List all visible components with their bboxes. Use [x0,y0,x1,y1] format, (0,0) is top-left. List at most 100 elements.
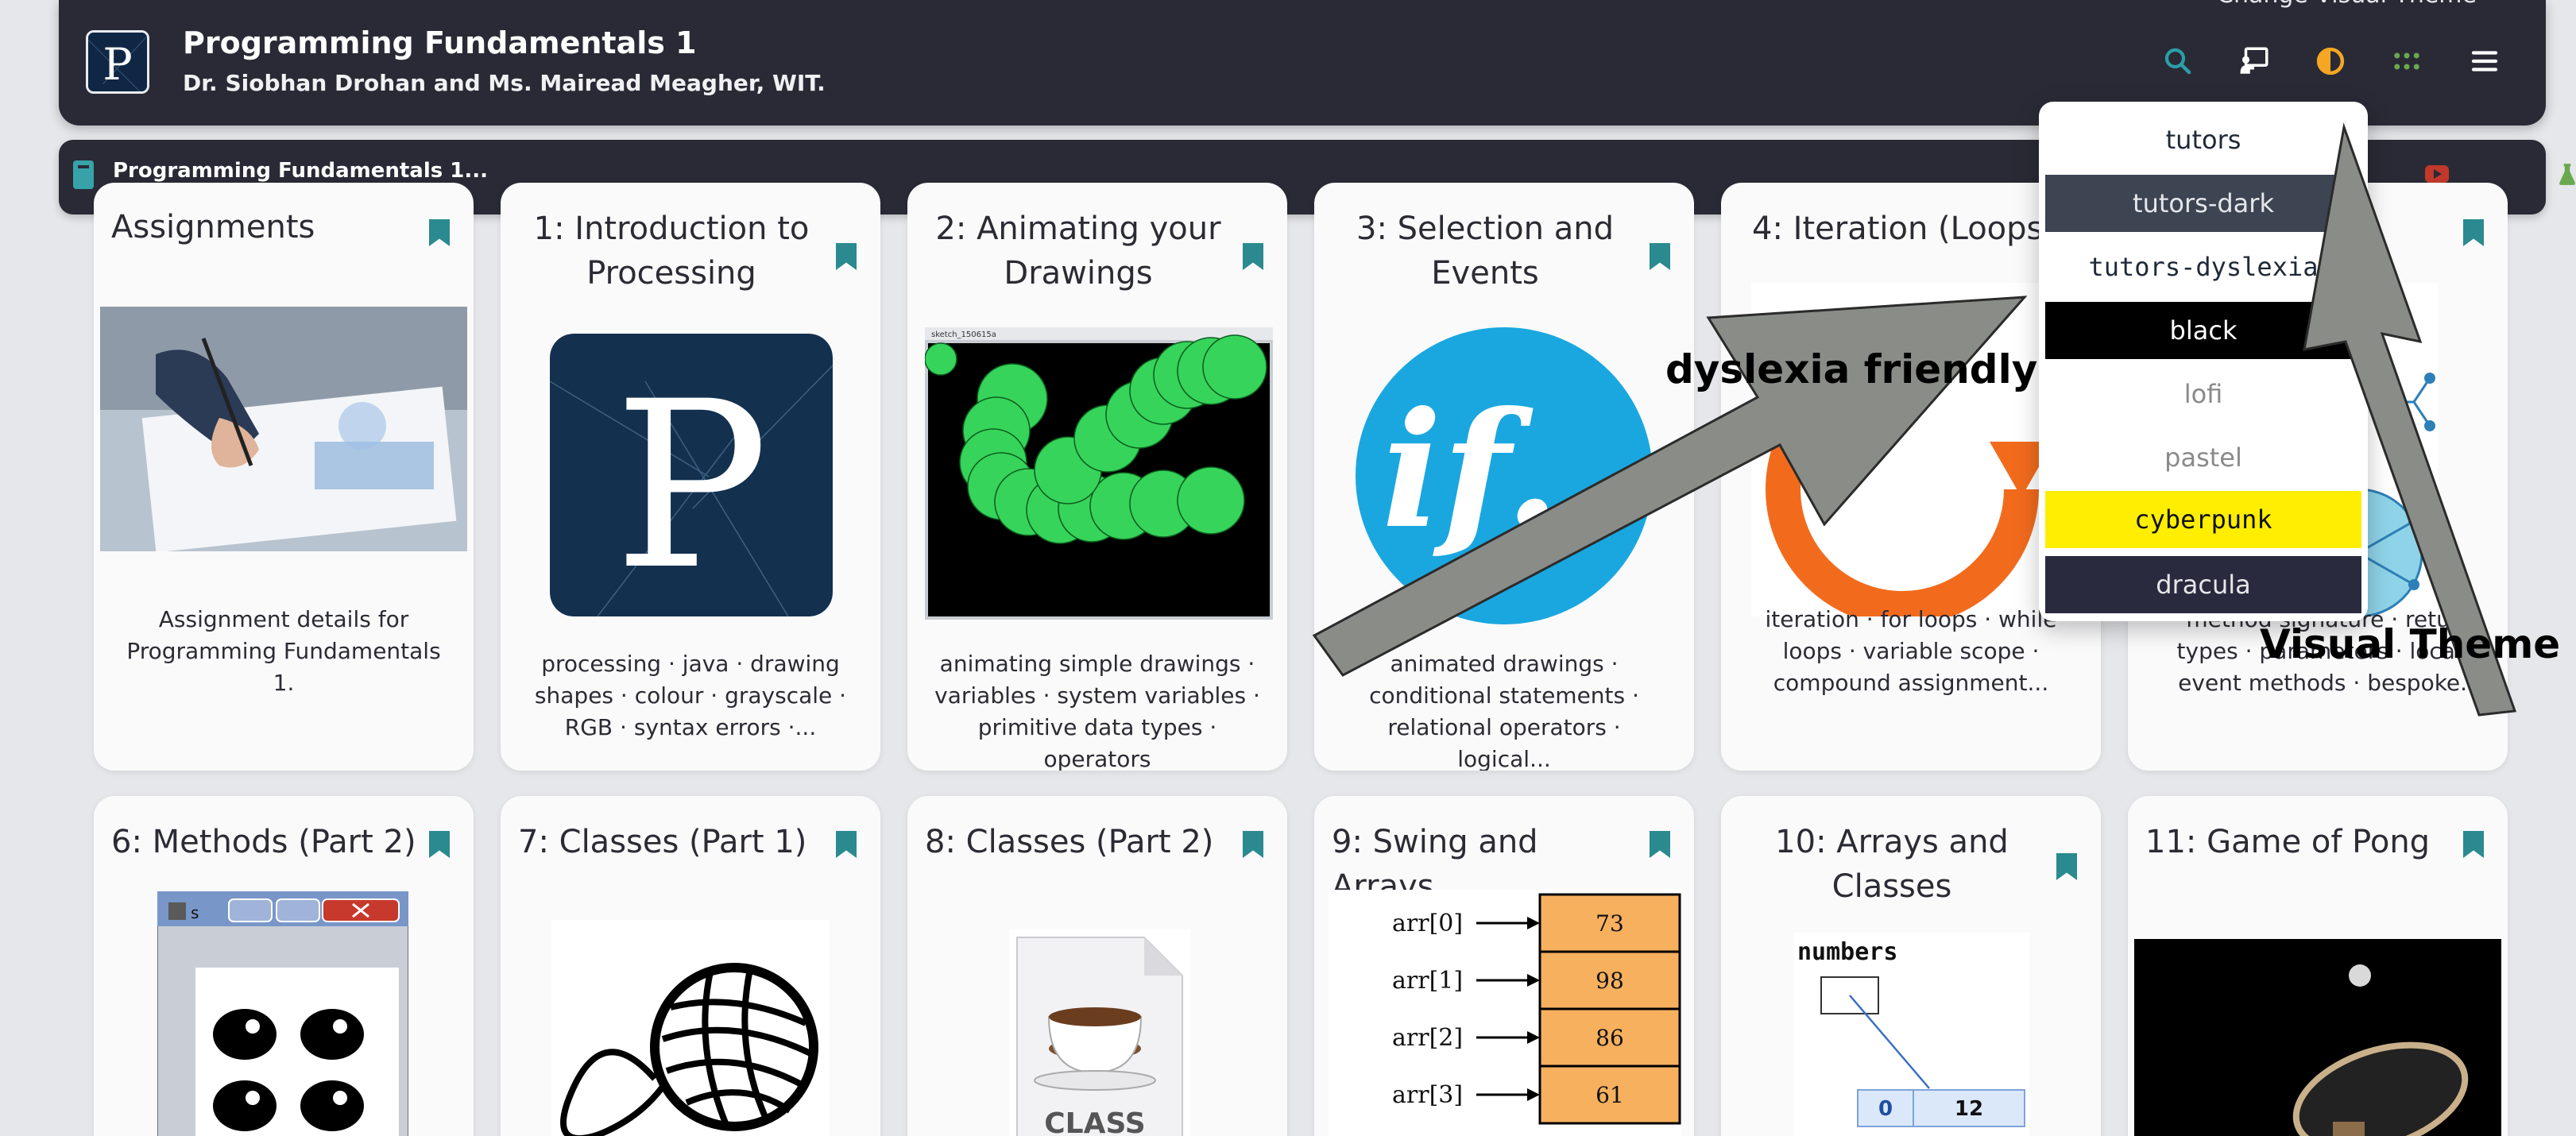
bookmark-icon[interactable] [2463,831,2484,858]
search-button[interactable] [2158,41,2198,81]
card-description: animated drawings · conditional statemen… [1369,651,1639,771]
card-image: s [157,891,408,1136]
if-text: if.. [1382,377,1615,564]
arr-value-2: 86 [1595,1025,1624,1051]
yarn-ball-image [551,920,830,1136]
arr-value-3: 61 [1595,1082,1624,1108]
bookmark-icon[interactable] [2056,853,2077,880]
windows-sketch-image: s [157,891,408,1136]
arr-label-1: arr[1] [1392,967,1463,995]
value-cell: 12 [1955,1097,1983,1121]
hamburger-menu-icon [2471,51,2498,71]
class-label: CLASS [1044,1107,1145,1136]
lab-flask-icon[interactable] [2557,162,2576,186]
course-title: Programming Fundamentals 1 [183,25,697,60]
processing-logo-image: P [550,334,833,616]
theme-option-tutors[interactable]: tutors [2045,111,2361,168]
numbers-label: numbers [1797,938,1897,966]
bookmark-icon[interactable] [2463,219,2484,246]
card-description: Assignment details for Programming Funda… [126,606,441,696]
bookmark-icon[interactable] [429,831,450,858]
card-topic-6[interactable]: 6: Methods (Part 2) s [94,796,474,1136]
theme-dropdown: tutors tutors-dark tutors-dyslexia black… [2039,102,2368,621]
assignment-photo-image [100,307,467,551]
bookmark-icon[interactable] [1243,831,1263,858]
card-title: 6: Methods (Part 2) [111,824,416,860]
arr-value-0: 73 [1595,910,1624,937]
visual-theme-callout: Visual Theme [2260,621,2561,667]
theme-option-label: cyberpunk [2134,504,2272,535]
bookmark-icon[interactable] [1243,243,1263,270]
method-diagram-image [2358,283,2438,616]
animated-circles-sketch-image: sketch_150615a [925,327,1273,620]
card-description: processing · java · drawing shapes · col… [534,651,847,740]
theme-option-pastel[interactable]: pastel [2045,429,2361,486]
theme-option-label: pastel [2164,442,2242,473]
arr-label-2: arr[2] [1392,1024,1463,1052]
grid-dots-icon [2394,52,2419,70]
if-conditional-image: if.. [1356,327,1653,624]
card-topic-7[interactable]: 7: Classes (Part 1) [501,796,880,1136]
card-title: 1: Introduction to Processing [533,211,810,292]
card-topic-10[interactable]: 10: Arrays and Classes numbers 0 12 [1721,796,2101,1136]
card-topic-11[interactable]: 11: Game of Pong [2128,796,2508,1136]
theme-option-cyberpunk[interactable]: cyberpunk [2045,491,2361,548]
bookmark-icon[interactable] [1650,831,1670,858]
bookmark-icon[interactable] [429,219,450,246]
card-title: Assignments [111,209,315,245]
processing-logo-icon: P [88,33,147,91]
video-icon[interactable] [2425,165,2449,183]
theme-option-tutors-dyslexia[interactable]: tutors-dyslexia [2045,238,2361,296]
card-title: 11: Game of Pong [2145,824,2431,860]
theme-option-label: lofi [2183,379,2223,409]
java-class-file-image: CLASS [1009,929,1190,1136]
card-image: CLASS [1009,929,1190,1136]
card-description: animating simple drawings · variables · … [934,651,1260,771]
card-topic-1[interactable]: 1: Introduction to Processing P processi… [501,183,880,771]
theme-option-black[interactable]: black [2045,302,2361,359]
presenter-icon [2240,47,2269,74]
card-image [2134,939,2501,1136]
loop-arrow-image [1751,283,2053,616]
arr-label-3: arr[3] [1392,1081,1463,1109]
card-title: 10: Arrays and Classes [1775,824,2009,905]
processing-letter: P [613,353,768,616]
card-image [551,920,830,1136]
theme-option-label: tutors [2165,125,2241,155]
card-image [100,307,467,551]
book-icon [73,160,94,189]
card-image [2358,283,2438,616]
card-assignments[interactable]: Assignments Assignment details for Progr… [94,183,474,771]
bookmark-icon[interactable] [836,831,857,858]
card-topic-9[interactable]: 9: Swing and Arrays arr[0] arr[1] arr[2]… [1314,796,1694,1136]
bookmark-icon[interactable] [836,243,857,270]
window-title: s [191,903,199,922]
card-topic-2[interactable]: 2: Animating your Drawings sketch_150615… [907,183,1287,771]
array-diagram-image: arr[0] arr[1] arr[2] arr[3] 73 98 86 [1329,890,1681,1136]
arr-value-1: 98 [1595,968,1624,994]
logo-letter: P [102,39,132,91]
card-title: 4: Iteration (Loops) [1752,211,2056,247]
dyslexia-callout: dyslexia friendly [1665,346,2038,392]
breadcrumb-link[interactable]: Programming Fundamentals 1... [113,159,488,183]
theme-option-dracula[interactable]: dracula [2045,556,2361,613]
menu-button[interactable] [2465,41,2504,81]
presentation-button[interactable] [2234,41,2274,81]
card-image: P [550,334,833,616]
bookmark-icon[interactable] [1650,243,1670,270]
theme-option-label: black [2169,315,2238,346]
card-image: sketch_150615a [925,327,1273,620]
card-description: iteration · for loops · while loops · va… [1765,606,2057,696]
theme-option-tutors-dark[interactable]: tutors-dark [2045,175,2361,232]
arr-label-0: arr[0] [1392,910,1463,937]
card-image: numbers 0 12 [1794,933,2029,1136]
theme-option-lofi[interactable]: lofi [2045,365,2361,423]
card-topic-8[interactable]: 8: Classes (Part 2) CLASS [907,796,1287,1136]
theme-tooltip: Change Visual Theme [2217,0,2477,9]
course-logo[interactable]: P [86,30,149,94]
theme-option-label: tutors-dyslexia [2088,252,2319,282]
theme-button[interactable] [2311,41,2350,81]
apps-button[interactable] [2387,41,2427,81]
index-cell: 0 [1878,1097,1893,1121]
card-topic-3[interactable]: 3: Selection and Events if.. animated dr… [1314,183,1694,771]
